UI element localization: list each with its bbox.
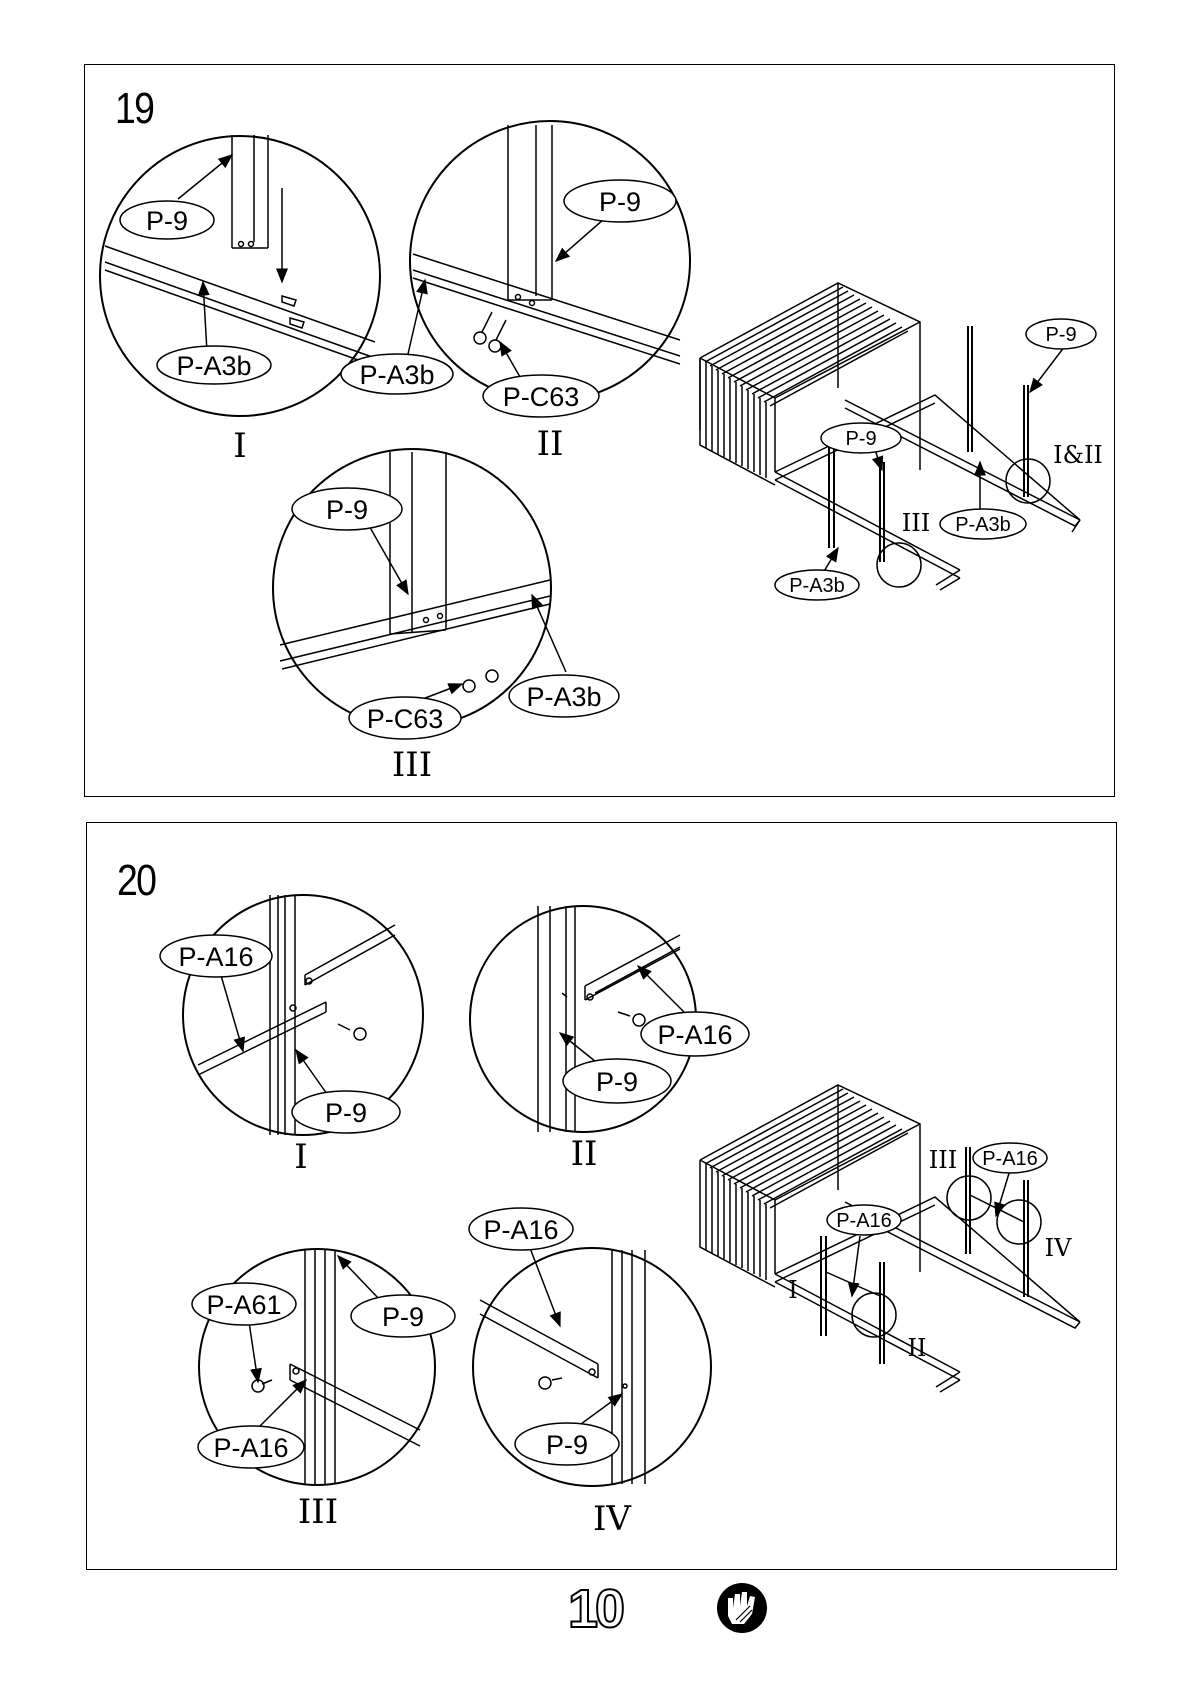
label-P-9: P-9: [326, 495, 368, 525]
label-P-9: P-9: [146, 206, 188, 236]
label-P-9: P-9: [845, 428, 876, 450]
label-P-C63: P-C63: [367, 704, 444, 734]
label-P-9: P-9: [546, 1430, 588, 1460]
mark-IV: IV: [1045, 1234, 1072, 1262]
roman-II: II: [537, 424, 564, 464]
label-P-A3b: P-A3b: [359, 360, 434, 390]
gloves-icon: [717, 1583, 767, 1633]
roman-III: III: [392, 745, 432, 785]
label-P-C63: P-C63: [503, 382, 580, 412]
label-P-A16: P-A16: [836, 1210, 892, 1232]
label-P-A16: P-A16: [483, 1215, 558, 1245]
step20-detail-II-labels: P-A16 P-9 II: [563, 1012, 749, 1174]
roman-III: III: [298, 1492, 338, 1532]
step20-detail-III-labels: P-A61 P-9 P-A16 III: [192, 1283, 455, 1532]
step20-overview-shed-frame: [700, 1085, 1080, 1392]
roman-IV: IV: [593, 1499, 632, 1539]
roman-I: I: [294, 1137, 307, 1177]
label-P-A16: P-A16: [982, 1148, 1038, 1170]
label-P-A16: P-A16: [178, 942, 253, 972]
label-P-A3b: P-A3b: [955, 514, 1011, 536]
step20-overview-labels: P-A16 P-A16 III IV I II: [788, 1143, 1072, 1362]
label-P-9: P-9: [599, 187, 641, 217]
label-P-A16: P-A16: [657, 1020, 732, 1050]
label-P-9: P-9: [1045, 324, 1076, 346]
label-P-9: P-9: [382, 1302, 424, 1332]
label-P-9: P-9: [325, 1098, 367, 1128]
label-P-A3b: P-A3b: [176, 351, 251, 381]
label-P-A61: P-A61: [206, 1290, 281, 1320]
roman-II: II: [571, 1134, 598, 1174]
mark-I: I: [788, 1276, 797, 1304]
mark-III: III: [902, 509, 930, 537]
page-number: 10: [568, 1578, 622, 1640]
mark-I-II: I&II: [1053, 441, 1103, 469]
mark-II: II: [908, 1334, 927, 1362]
step19-detail-I-labels: P-9 P-A3b I: [120, 201, 271, 466]
step19-detail-II: [408, 121, 690, 401]
roman-I: I: [233, 426, 246, 466]
label-P-A16: P-A16: [213, 1433, 288, 1463]
label-P-A3b: P-A3b: [789, 575, 845, 597]
step19-detail-III-labels: P-9 P-C63 P-A3b III: [292, 488, 619, 785]
mark-III: III: [929, 1146, 957, 1174]
label-P-9: P-9: [596, 1067, 638, 1097]
step20-detail-I-labels: P-A16 P-9 I: [160, 935, 400, 1177]
step20-detail-IV-labels: P-A16 P-9 IV: [469, 1208, 632, 1539]
label-P-A3b: P-A3b: [526, 682, 601, 712]
